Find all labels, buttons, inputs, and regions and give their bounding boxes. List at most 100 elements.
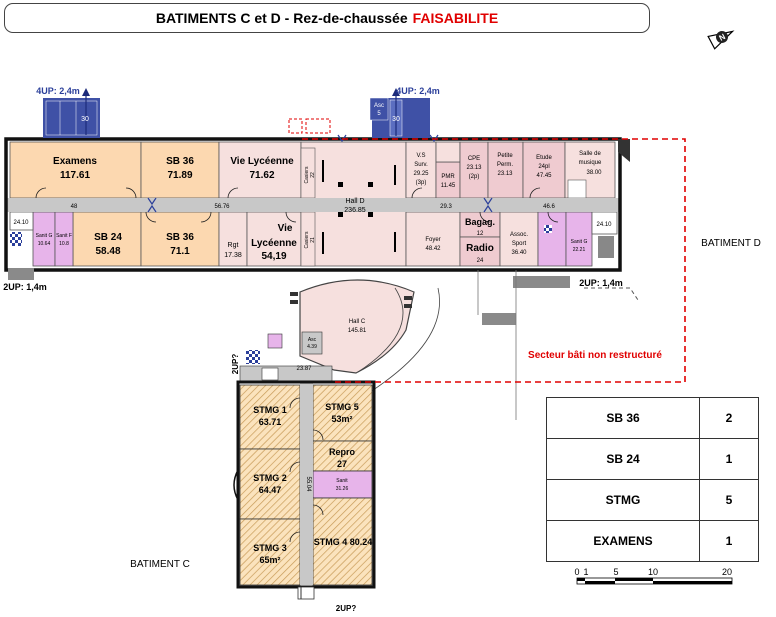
room-radio-area: 24: [477, 258, 484, 264]
room-radio-name: Radio: [466, 243, 494, 254]
room-sanit-right-2: [565, 211, 593, 267]
room-vs-area: 29.25: [413, 171, 429, 177]
link-lines: [477, 270, 517, 420]
corridor-2410a: 24.10: [13, 220, 29, 226]
label-2up-left: 2UP: 1,4m: [3, 282, 47, 292]
room-etude-name: Etude: [536, 155, 552, 161]
room-hall-d-name: Hall D: [345, 198, 364, 205]
room-sanit-left-2: [54, 211, 74, 267]
room-bagag-name: Bagag.: [465, 217, 495, 227]
lift-c-check: [246, 350, 260, 364]
room-etude: [522, 141, 566, 199]
room-stmg4-name: STMG 4 80.24: [314, 537, 373, 547]
room-vielyc-area: 71.62: [249, 170, 274, 181]
label-asc5-num: 5: [377, 111, 381, 117]
title-highlight: FAISABILITE: [412, 10, 499, 26]
room-cpe-name: CPE: [468, 156, 480, 162]
room-vs-surv: [405, 141, 437, 199]
room-stmg5: [312, 384, 373, 442]
room-casiers2: Casiers: [304, 231, 310, 248]
label-2up-q-bottom: 2UP?: [336, 604, 357, 613]
room-stmg3-area: 65m²: [259, 555, 280, 565]
room-stmg5-area: 53m²: [331, 414, 352, 424]
room-vs-sub: (3p): [416, 180, 427, 186]
corridor-2410b: 24.10: [596, 222, 612, 228]
room-foyer: [405, 211, 461, 267]
label-batiment-c: BATIMENT C: [130, 559, 190, 570]
label-2up-q-left: 2UP?: [231, 354, 240, 375]
label-batiment-d: BATIMENT D: [701, 238, 761, 249]
wall-corner-d: [618, 139, 630, 162]
room-casiers1: Casiers: [304, 166, 310, 183]
lift-left: [10, 232, 22, 246]
room-stmg2-name: STMG 2: [253, 473, 287, 483]
room-pmr-name: PMR: [441, 174, 455, 180]
room-stmg3: [239, 518, 301, 586]
room-bagag-area: 12: [477, 231, 484, 237]
recap-name: SB 36: [546, 397, 700, 439]
lift-c-icon: [301, 331, 323, 355]
room-sb36a-name: SB 36: [166, 156, 194, 167]
room-pmr: [435, 161, 461, 199]
title-main: BATIMENTS C et D - Rez-de-chaussée: [155, 10, 408, 26]
room-foyer-area: 48.42: [425, 246, 441, 252]
stair-c-bottom-icon: [297, 586, 315, 600]
stair-2up-right-icon: [513, 276, 570, 288]
room-wc-d-area: 10.64: [38, 241, 51, 247]
label-secteur: Secteur bâti non restructuré: [528, 350, 662, 361]
room-etude-area: 47.45: [536, 173, 552, 179]
label-4up-left: 4UP: 2,4m: [36, 86, 80, 96]
door-swings: [35, 187, 559, 223]
room-sb24: [72, 211, 142, 267]
label-4up-right: 4UP: 2,4m: [396, 86, 440, 96]
scale-5: 5: [613, 567, 618, 577]
room-bagagerie: [459, 211, 501, 238]
scale-bar: 0 1 5 10 20: [574, 567, 733, 585]
corridor-48: 48: [71, 204, 78, 210]
hall-d-pillars: [322, 160, 396, 254]
label-2up-right: 2UP: 1,4m: [579, 278, 623, 288]
room-examens-area: 117.61: [60, 170, 90, 181]
corridor-c-top: [239, 365, 333, 383]
room-vielyc-name: Vie Lycéenne: [230, 156, 294, 167]
room-musique-name1: Salle de: [579, 151, 601, 157]
stair-2up-left-icon: [8, 268, 34, 280]
room-vs-name2: Surv.: [414, 162, 428, 168]
room-hall-c-area: 145.81: [348, 328, 367, 334]
recap-count: 2: [699, 397, 759, 439]
room-repro-area: 27: [337, 459, 347, 469]
room-pmr-area: 11.45: [441, 183, 456, 189]
corridor-d: [6, 198, 620, 212]
room-stmg2: [239, 448, 301, 520]
room-assoc-name1: Assoc.: [510, 232, 528, 238]
room-stmg1-name: STMG 1: [253, 405, 287, 415]
room-wc-d-name: Sanit G: [36, 233, 53, 239]
room-sb36b-name: SB 36: [166, 232, 194, 243]
room-rgt: [218, 211, 248, 267]
recap-name: SB 24: [546, 438, 700, 480]
lift-asc5-icon: [369, 97, 389, 121]
room-hall-d-area: 236.85: [344, 207, 366, 214]
room-wc-d2-name: Sanit F: [56, 233, 72, 239]
room-radio: [459, 236, 501, 267]
room-pp-area: 23.13: [497, 171, 513, 177]
room-stmg3-name: STMG 3: [253, 543, 287, 553]
label-stair-30b: 30: [392, 116, 400, 123]
room-repro: [312, 440, 373, 472]
room-petite-perm: [487, 141, 524, 199]
hall-c-door-marks: [290, 292, 412, 308]
room-hall-c: [299, 279, 415, 374]
room-hall-c-name: Hall C: [349, 319, 366, 325]
room-cpe-area: 23.13: [466, 165, 482, 171]
label-asc-c: Asc: [308, 337, 317, 343]
room-cpe-sub: (2p): [469, 174, 480, 180]
recap-count: 5: [699, 479, 759, 521]
hall-c-arc-outer: [369, 287, 440, 393]
room-casiers1-area: 22: [310, 172, 316, 178]
room-stmg2-area: 64.47: [259, 485, 282, 495]
room-etude-sub: 24pl: [538, 164, 549, 170]
